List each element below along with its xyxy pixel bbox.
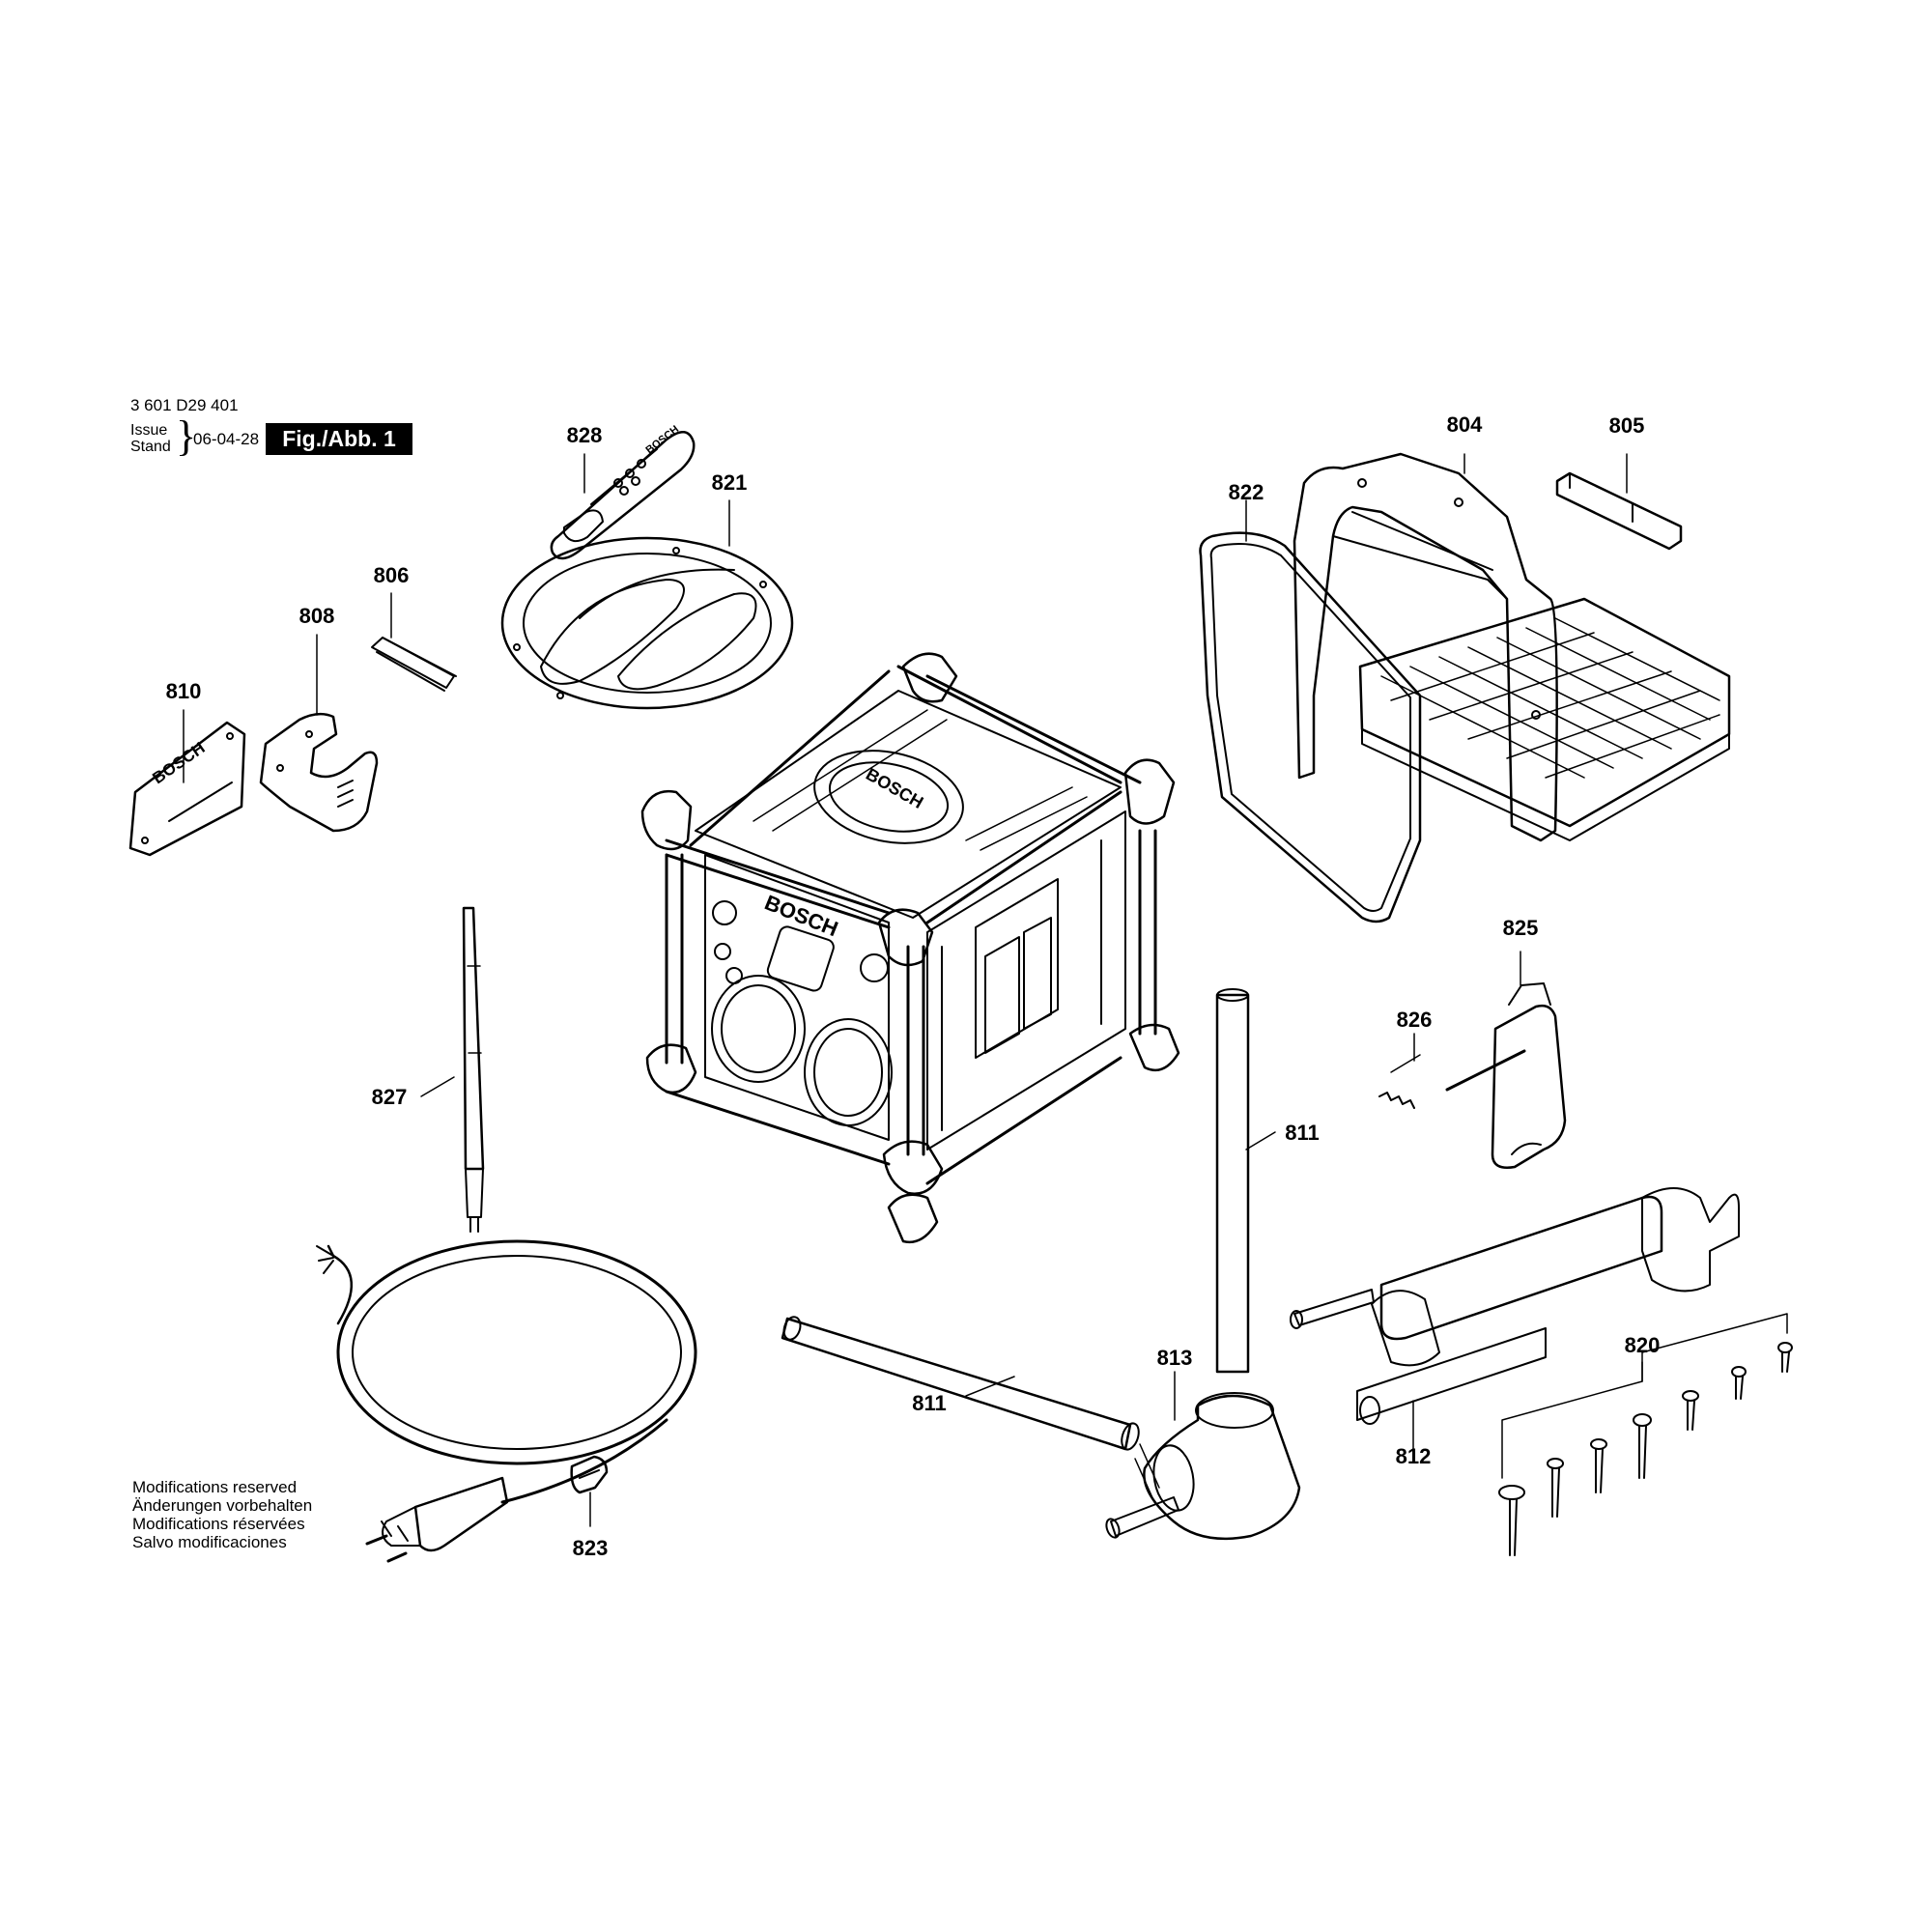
callout-825: 825 — [1502, 916, 1539, 940]
bracket-drawing — [259, 712, 379, 833]
issue-label: Issue — [130, 422, 168, 439]
callout-821: 821 — [711, 470, 748, 495]
note-line: Modifications reserved — [132, 1478, 298, 1496]
leader-lines — [183, 453, 1643, 1527]
gasket-frame-drawing — [1199, 531, 1422, 923]
elbow-joint-drawing — [1105, 1392, 1301, 1541]
nameplate-drawing: BOSCH — [128, 721, 246, 857]
issue-date: 06-04-28 — [193, 430, 260, 448]
cable-clip-drawing — [570, 1455, 609, 1494]
remote-brand-text: BOSCH — [643, 423, 681, 456]
carry-frame-drawing — [1293, 452, 1731, 842]
callout-828: 828 — [566, 423, 603, 447]
callout-827: 827 — [371, 1085, 408, 1109]
callout-811-horizontal: 811 — [912, 1391, 947, 1415]
document-number: 3 601 D29 401 — [130, 396, 239, 414]
grille-cover-drawing — [500, 536, 794, 710]
callout-806: 806 — [373, 563, 410, 587]
callout-826: 826 — [1396, 1008, 1433, 1032]
issue-stand-labels: Issue Stand — [130, 422, 171, 455]
callout-820: 820 — [1624, 1333, 1661, 1357]
battery-door-drawing — [1491, 982, 1567, 1169]
callout-811-vertical: 811 — [1285, 1121, 1320, 1145]
callout-812: 812 — [1395, 1444, 1432, 1468]
pin-spring-drawing — [1378, 1049, 1526, 1109]
antenna-drawing — [462, 906, 485, 1233]
nameplate-brand-text: BOSCH — [149, 738, 208, 787]
callout-823: 823 — [572, 1536, 609, 1560]
stand-label: Stand — [130, 439, 171, 455]
tube-horizontal-drawing — [781, 1316, 1140, 1451]
small-plate-drawing — [371, 637, 457, 692]
callout-805: 805 — [1608, 413, 1645, 438]
callout-804: 804 — [1446, 412, 1483, 437]
callout-822: 822 — [1228, 480, 1264, 504]
note-line: Salvo modificaciones — [132, 1533, 287, 1551]
radio-cube-drawing: BOSCH BOSCH — [640, 652, 1180, 1244]
figure-label: Fig./Abb. 1 — [266, 423, 412, 455]
tube-vertical-drawing — [1215, 988, 1250, 1374]
note-line: Modifications réservées — [132, 1515, 305, 1533]
brace-glyph: } — [176, 412, 197, 460]
note-line: Änderungen vorbehalten — [132, 1496, 313, 1515]
modification-notes: Modifications reserved Änderungen vorbeh… — [132, 1478, 312, 1551]
callout-813: 813 — [1156, 1346, 1193, 1370]
handle-drawing — [1290, 1187, 1740, 1425]
power-cord-drawing — [316, 1239, 697, 1563]
callout-808: 808 — [298, 604, 335, 628]
latch-drawing — [1555, 471, 1683, 551]
callout-810: 810 — [165, 679, 202, 703]
